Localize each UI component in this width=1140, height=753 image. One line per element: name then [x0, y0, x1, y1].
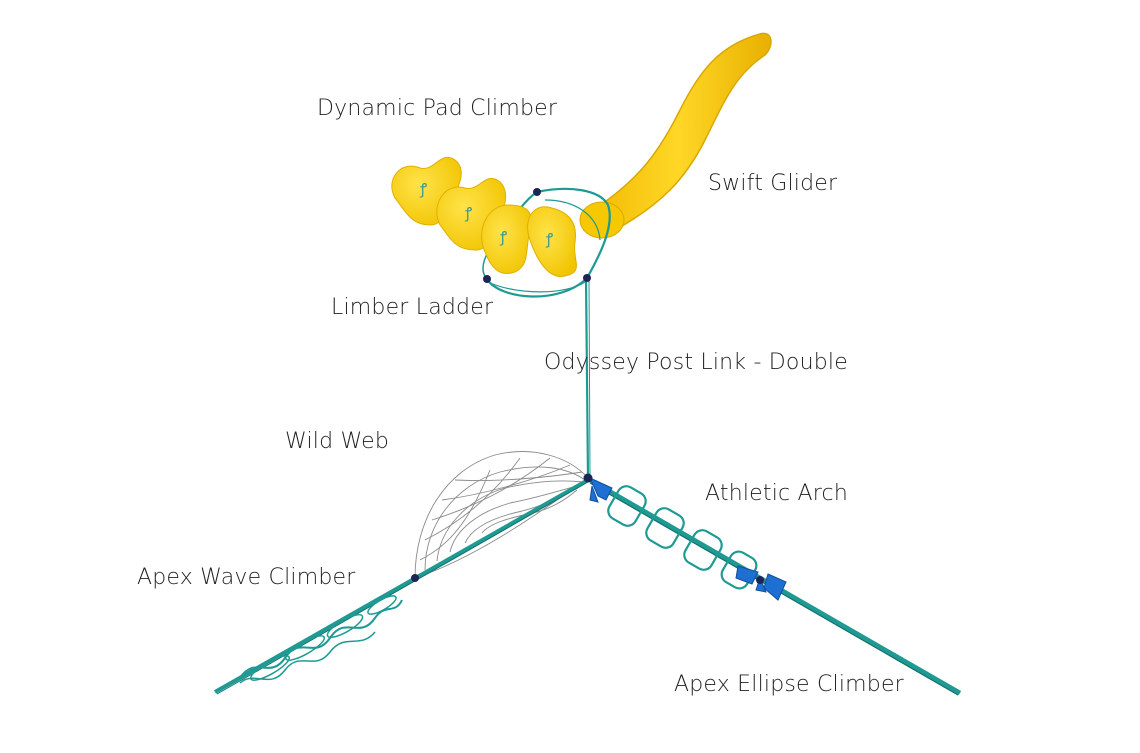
swift-glider-slide — [579, 32, 772, 239]
svg-text:ꝭ: ꝭ — [499, 228, 507, 246]
clamp-upper — [589, 477, 613, 503]
label-dynamic-pad-climber: Dynamic Pad Climber — [317, 96, 558, 121]
label-wild-web: Wild Web — [285, 429, 390, 454]
node — [533, 188, 541, 196]
label-apex-wave-climber: Apex Wave Climber — [137, 565, 356, 590]
climbing-pad: ꝭ — [527, 206, 577, 277]
label-apex-ellipse-climber: Apex Ellipse Climber — [674, 672, 904, 697]
climbing-pad: ꝭ — [481, 204, 532, 274]
label-athletic-arch: Athletic Arch — [705, 481, 848, 506]
apex-wave-climber — [214, 478, 589, 695]
node — [756, 576, 764, 584]
wild-web — [414, 451, 589, 579]
node — [483, 275, 491, 283]
label-swift-glider: Swift Glider — [708, 171, 838, 196]
svg-text:ꝭ: ꝭ — [464, 204, 472, 222]
node — [411, 574, 419, 582]
svg-text:ꝭ: ꝭ — [419, 180, 427, 198]
athletic-arch — [607, 485, 758, 590]
node — [583, 274, 591, 282]
dynamic-pad-climber: ꝭ ꝭ ꝭ ꝭ — [391, 157, 577, 277]
label-odyssey-post-link: Odyssey Post Link - Double — [544, 350, 848, 375]
label-limber-ladder: Limber Ladder — [331, 295, 494, 320]
odyssey-post-link — [584, 277, 591, 479]
clamp-lower — [735, 565, 787, 601]
svg-text:ꝭ: ꝭ — [545, 230, 553, 248]
node — [583, 473, 593, 483]
connection-nodes — [411, 188, 764, 584]
